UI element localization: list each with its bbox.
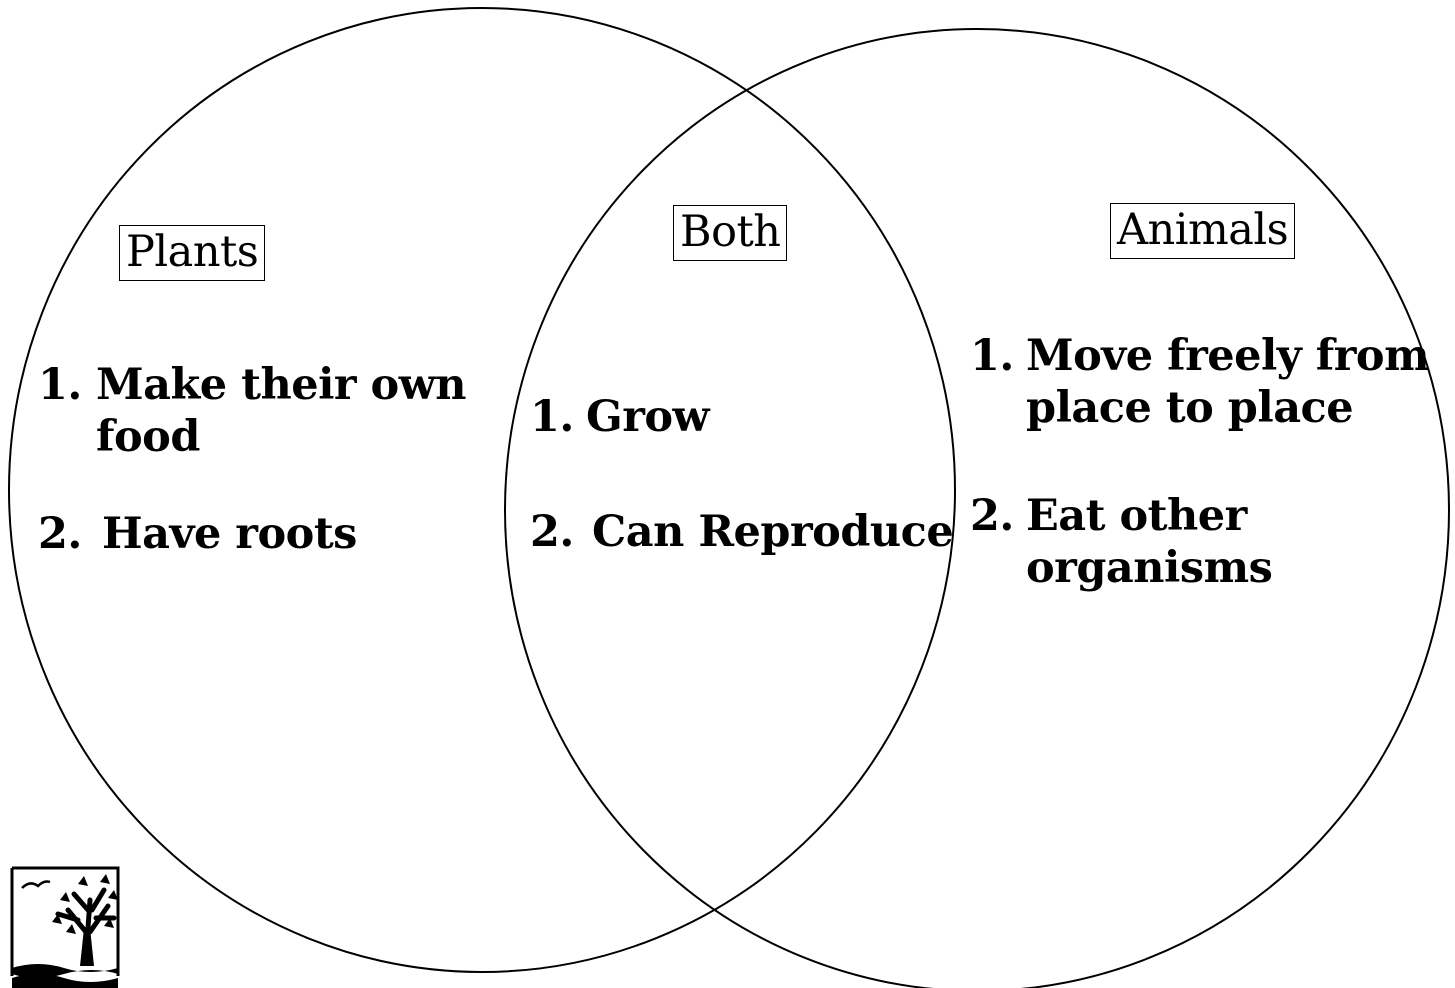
- item-text-line: Move freely from: [1026, 331, 1430, 381]
- list-item: 2. Have roots: [38, 509, 466, 561]
- item-number: 1.: [38, 360, 82, 410]
- item-text-line: organisms: [1026, 542, 1273, 593]
- item-text: Grow: [586, 392, 710, 442]
- list-item: 2. Can Reproduce: [530, 506, 954, 559]
- both-list: 1. Grow 2. Can Reproduce: [530, 392, 954, 559]
- animals-label: Animals: [1110, 203, 1296, 259]
- item-text: Have roots: [102, 509, 357, 560]
- item-text: Move freely from place to place: [1026, 331, 1430, 434]
- animals-list: 1. Move freely from place to place 2. Ea…: [970, 331, 1430, 594]
- item-number: 1.: [970, 331, 1014, 381]
- item-text-line: Eat other: [1026, 491, 1247, 542]
- item-text: Eat other organisms: [1026, 491, 1273, 594]
- right-circle: [504, 28, 1450, 988]
- list-item: 1. Grow: [530, 392, 953, 444]
- item-text-line: place to place: [1026, 382, 1354, 433]
- tree-logo-icon: [10, 866, 120, 988]
- item-number: 2.: [38, 509, 82, 560]
- item-text-line: food: [96, 411, 200, 462]
- list-item: 2. Eat other organisms: [970, 491, 1429, 594]
- both-label: Both: [673, 205, 788, 261]
- item-number: 2.: [530, 506, 574, 557]
- plants-label: Plants: [119, 225, 266, 281]
- item-text: Make their own food: [96, 360, 467, 463]
- list-item: 1. Make their own food: [38, 360, 467, 463]
- item-number: 1.: [530, 392, 574, 442]
- item-text: Can Reproduce: [592, 506, 954, 557]
- item-number: 2.: [970, 491, 1014, 542]
- left-circle: [8, 7, 956, 973]
- plants-list: 1. Make their own food 2. Have roots: [38, 360, 467, 561]
- list-item: 1. Move freely from place to place: [970, 331, 1430, 434]
- item-text-line: Make their own: [96, 360, 467, 410]
